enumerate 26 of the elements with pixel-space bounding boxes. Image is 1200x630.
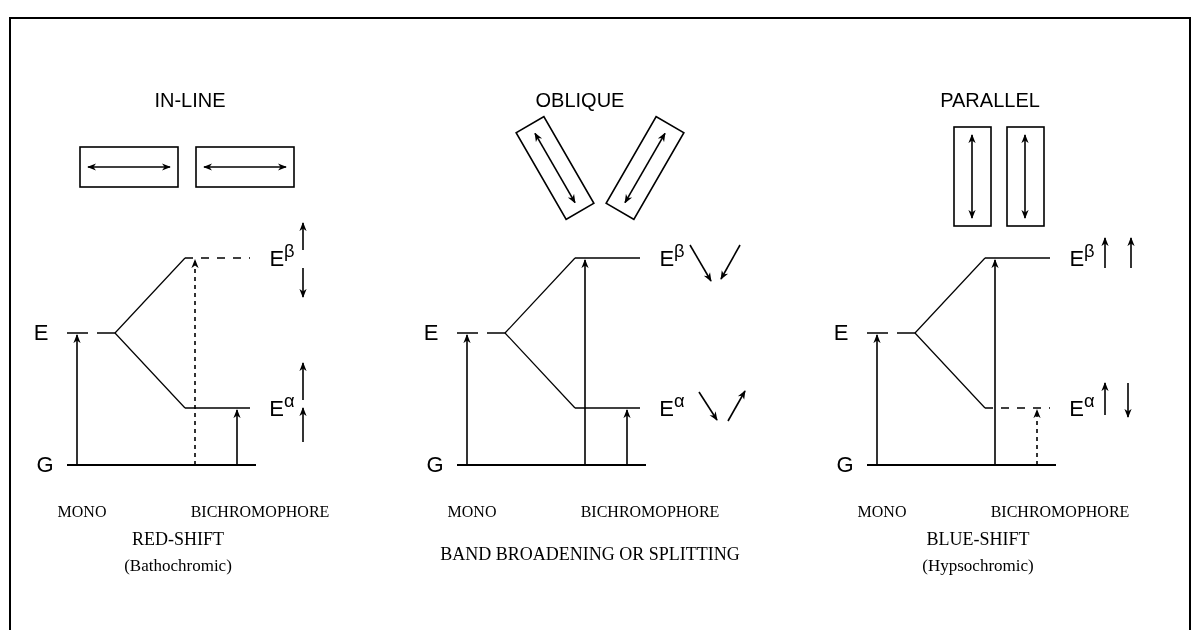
- energy-level-label: E: [833, 320, 849, 346]
- axis-label: BICHROMOPHORE: [580, 503, 720, 521]
- energy-level-label: G: [836, 452, 854, 478]
- energy-level-label: E$^{α}$: [1069, 391, 1095, 421]
- energy-level-label: E$^{β}$: [1069, 241, 1095, 271]
- energy-level-label: G: [36, 452, 54, 478]
- energy-level-label: E$^{α}$: [659, 391, 685, 421]
- axis-label: MONO: [447, 503, 497, 521]
- caption: RED-SHIFT: [132, 530, 224, 550]
- energy-level-label: E: [33, 320, 49, 346]
- energy-level-label: E: [423, 320, 439, 346]
- energy-level-label: E$^{α}$: [269, 391, 295, 421]
- energy-level-label: G: [426, 452, 444, 478]
- axis-label: BICHROMOPHORE: [190, 503, 330, 521]
- axis-label: MONO: [57, 503, 107, 521]
- axis-label: MONO: [857, 503, 907, 521]
- heading: OBLIQUE: [535, 89, 625, 111]
- caption: BAND BROADENING OR SPLITTING: [440, 545, 740, 565]
- axis-label: BICHROMOPHORE: [990, 503, 1130, 521]
- heading: PARALLEL: [940, 89, 1040, 111]
- energy-level-label: E$^{β}$: [269, 241, 295, 271]
- caption: BLUE-SHIFT: [926, 530, 1030, 550]
- energy-level-label: E$^{β}$: [659, 241, 685, 271]
- caption: (Hypsochromic): [922, 556, 1034, 576]
- caption: (Bathochromic): [124, 556, 232, 576]
- heading: IN-LINE: [154, 89, 226, 111]
